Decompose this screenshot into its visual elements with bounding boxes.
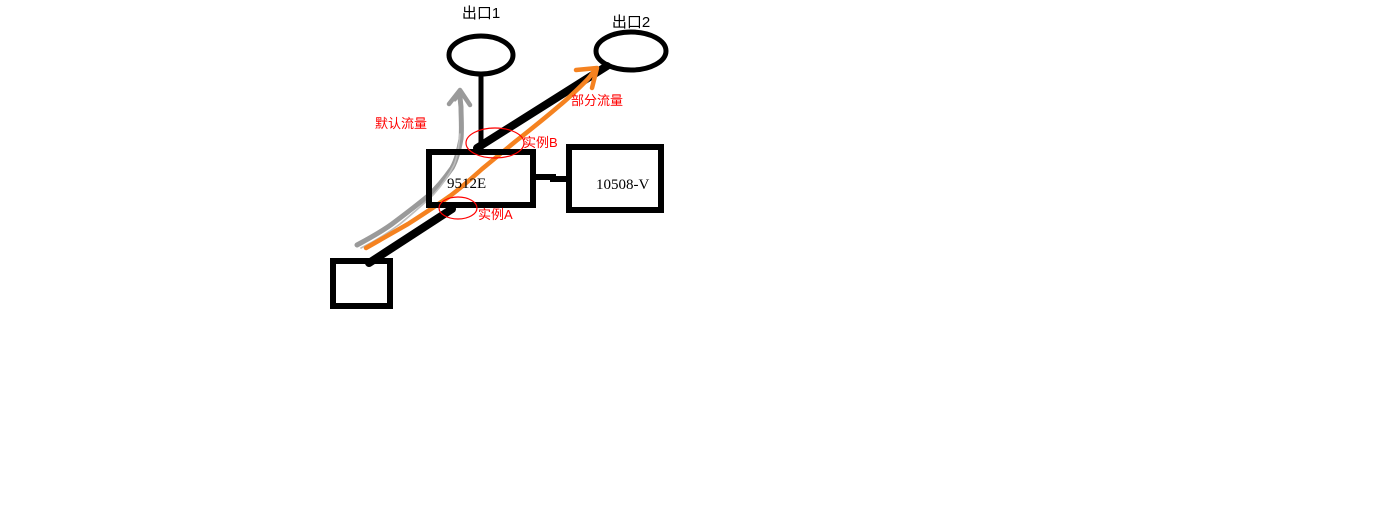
default-traffic-label: 默认流量 [375, 116, 427, 131]
node-source-box[interactable] [330, 258, 393, 309]
instance-b-label: 实例B [523, 135, 558, 150]
node-9512e[interactable]: 9512E [426, 149, 536, 208]
edge-source-to-instance-a [365, 205, 456, 267]
instance-a-label: 实例A [478, 207, 513, 222]
annotation-instance-b[interactable]: 实例B [465, 127, 558, 159]
exit2-label: 出口2 [612, 14, 650, 31]
source-box-rect-shape [330, 258, 393, 309]
exit1-label: 出口1 [462, 5, 500, 22]
default-traffic-flow-line [354, 87, 473, 249]
exit2-ellipse-shape [593, 29, 669, 73]
10508v-rect-shape [566, 144, 664, 213]
node-exit2[interactable]: 出口2 [593, 14, 669, 73]
node-10508v[interactable]: 10508-V [566, 144, 664, 213]
instance-a-circle [438, 196, 478, 220]
partial-traffic-label: 部分流量 [571, 93, 623, 108]
9512e-rect-shape [426, 149, 536, 208]
instance-b-circle [465, 127, 525, 159]
edge-9512e-to-10508v [533, 174, 571, 182]
node-exit1[interactable]: 出口1 [446, 5, 516, 77]
annotation-instance-a[interactable]: 实例A [438, 196, 513, 222]
9512e-label: 9512E [447, 176, 486, 192]
exit1-ellipse-shape [446, 33, 516, 77]
10508v-label: 10508-V [596, 177, 649, 193]
